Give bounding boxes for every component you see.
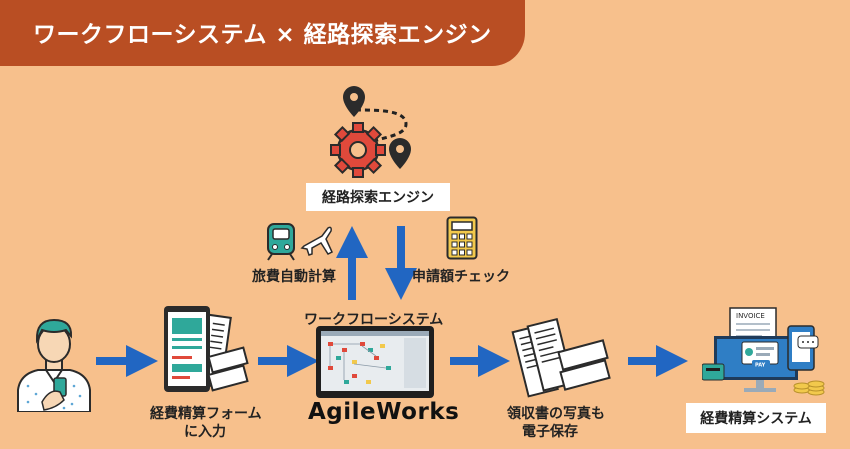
amount-check-label: 申請額チェック	[412, 269, 510, 285]
workflow-screen-icon	[316, 326, 434, 398]
form-input-label-line2: に入力	[184, 424, 226, 440]
expense-system-icon: INVOICE PAY	[702, 307, 825, 396]
expense-form-icon	[164, 306, 249, 392]
route-engine-icon	[330, 86, 411, 178]
workflow-system-label: ワークフローシステム	[304, 312, 444, 328]
receipt-label-line2: 電子保存	[522, 424, 578, 440]
pay-text: PAY	[755, 363, 766, 369]
route-engine-label: 経路探索エンジン	[306, 183, 450, 211]
invoice-text: INVOICE	[736, 312, 765, 320]
calculator-icon	[446, 216, 478, 260]
expense-system-label: 経費精算システム	[686, 403, 826, 433]
page-title: ワークフローシステム × 経路探索エンジン	[33, 22, 492, 48]
header-banner: ワークフローシステム × 経路探索エンジン	[0, 0, 525, 66]
receipts-icon	[511, 318, 611, 398]
form-input-label-line1: 経費精算フォーム	[150, 406, 262, 422]
agileworks-brand: AgileWorks	[308, 399, 460, 425]
train-plane-icon	[267, 223, 333, 261]
person-icon	[17, 318, 91, 412]
receipt-label-line1: 領収書の写真も	[507, 406, 605, 422]
travel-calc-label: 旅費自動計算	[252, 269, 336, 285]
